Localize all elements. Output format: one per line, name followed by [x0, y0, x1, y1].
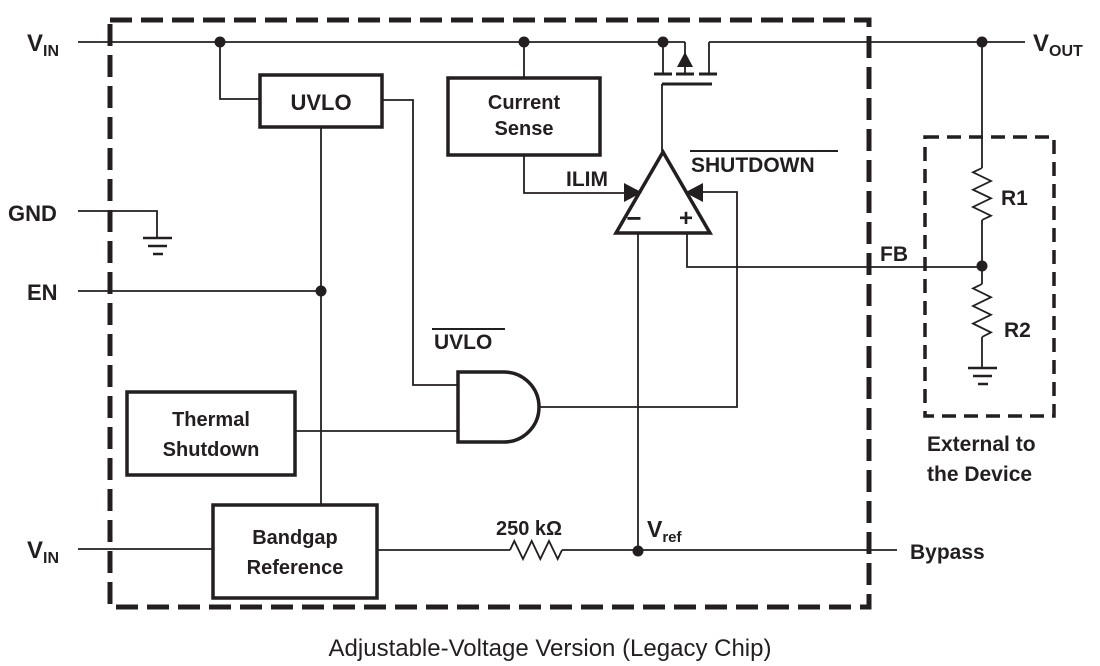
external-ground-symbol [968, 366, 997, 386]
amp-plus-to-fb-wire [686, 233, 982, 268]
uvlo-block-label: UVLO [290, 90, 351, 115]
junction-dot [214, 36, 226, 48]
uvlo-block [258, 73, 384, 129]
resistor-250k [509, 538, 563, 562]
external-box [923, 135, 1056, 418]
vout-label: VOUT [1033, 30, 1083, 60]
bypass-label: Bypass [910, 541, 985, 564]
bandgap-block [211, 503, 379, 600]
junction-dot [976, 260, 988, 272]
junction-dot [632, 545, 644, 557]
ilim-label: ILIM [566, 168, 608, 191]
fb-label: FB [880, 243, 908, 266]
pass-transistor [654, 42, 717, 152]
chip-boundary [107, 17, 872, 610]
uvlo-to-and-wire [382, 99, 458, 386]
bandgap-label-line1: Bandgap [252, 527, 338, 549]
bandgap-label-line2: Reference [247, 557, 344, 579]
gnd-label: GND [8, 201, 57, 226]
thermal-label-line1: Thermal [172, 409, 250, 431]
junction-dots [214, 36, 988, 557]
r1-label: R1 [1001, 187, 1028, 210]
vref-label: Vref [647, 516, 683, 546]
junction-dot [976, 36, 988, 48]
current-sense-label-line2: Sense [495, 118, 554, 140]
diagram-caption: Adjustable-Voltage Version (Legacy Chip) [329, 635, 772, 662]
amp-minus-input-label: − [626, 203, 641, 233]
vin-bottom-label: VIN [27, 537, 59, 567]
and-gate [456, 370, 541, 444]
junction-dot [657, 36, 669, 48]
uvlo-bar-label: UVLO [434, 331, 492, 354]
gnd-wire [78, 210, 158, 237]
amp-plus-input-label: + [679, 205, 693, 232]
current-sense-block [446, 76, 602, 157]
shutdown-label: SHUTDOWN [691, 154, 815, 177]
resistor-250k-label: 250 kΩ [496, 518, 562, 540]
ilim-wire [523, 155, 624, 194]
r2-label: R2 [1004, 319, 1031, 342]
junction-dot [518, 36, 530, 48]
junction-dot [315, 285, 327, 297]
gnd-ground-symbol [143, 236, 172, 256]
resistor-r1 [970, 167, 994, 221]
vin-top-label: VIN [27, 30, 59, 60]
en-label: EN [27, 280, 58, 305]
current-sense-label-line1: Current [488, 92, 561, 114]
shutdown-arrowhead-icon [685, 183, 703, 202]
ilim-arrowhead-icon [624, 183, 642, 202]
vin-to-uvlo-wire [219, 42, 260, 100]
external-note-line1: External to [927, 433, 1036, 456]
thermal-shutdown-block [125, 390, 297, 477]
resistor-r2 [970, 283, 994, 338]
wires [78, 41, 1025, 551]
thermal-label-line2: Shutdown [163, 439, 260, 461]
pmos-arrow-icon [677, 52, 693, 67]
external-note-line2: the Device [927, 463, 1032, 486]
